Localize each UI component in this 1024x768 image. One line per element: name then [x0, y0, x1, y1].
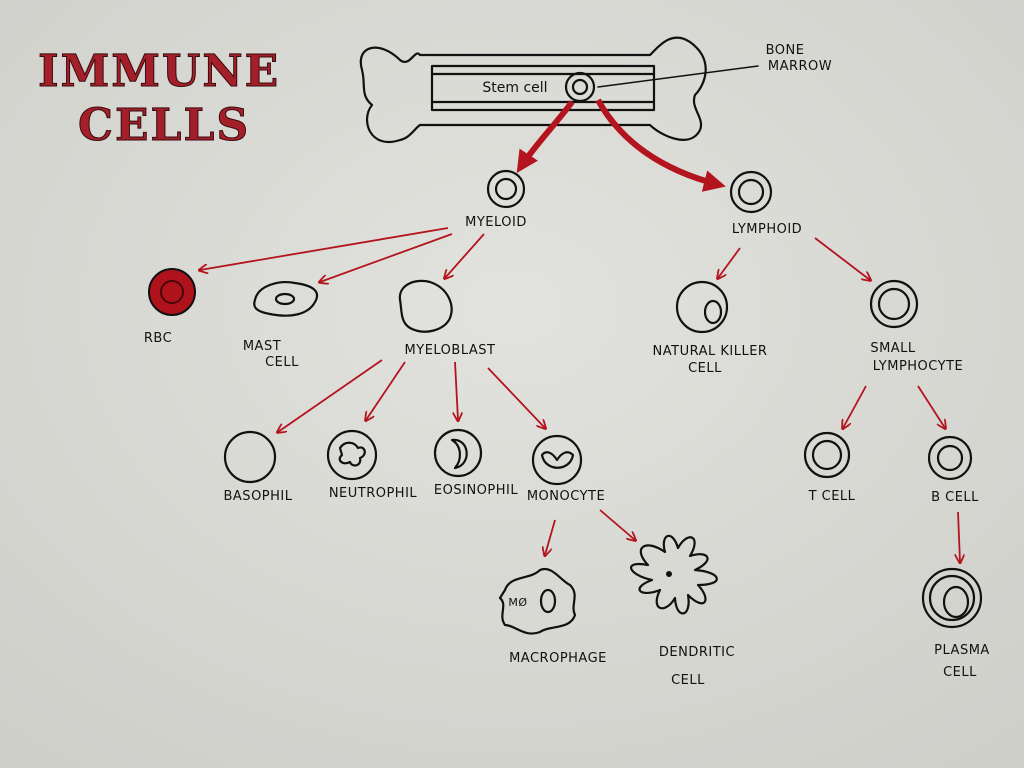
eosinophil-label: EOSINOPHIL	[434, 483, 518, 498]
arrow-myeloblast-to-neutrophil	[366, 361, 406, 420]
arrow-stem-to-myeloid	[516, 100, 575, 174]
title-line-2: CELLS	[78, 100, 250, 151]
dendritic-label-2: CELL	[671, 673, 705, 688]
natural-killer-cell	[675, 280, 729, 334]
lymphoid-label: LYMPHOID	[732, 222, 802, 237]
arrow-small-to-tcell	[843, 385, 867, 428]
bone-icon	[359, 36, 707, 143]
arrow-small-to-bcell	[917, 385, 945, 428]
arrow-myeloid-to-myeloblast	[445, 233, 485, 278]
mast-label-2: CELL	[265, 355, 299, 370]
nk-label-1: NATURAL KILLER	[653, 344, 768, 359]
arrow-bcell-to-plasma	[958, 511, 960, 562]
arrow-myeloid-to-mast	[320, 233, 453, 282]
marrow-label: MARROW	[768, 59, 832, 74]
dendritic-label-1: DENDRITIC	[659, 645, 735, 660]
monocyte-label: MONOCYTE	[527, 489, 605, 504]
arrow-myeloblast-to-monocyte	[487, 367, 545, 428]
arrow-stem-to-lymphoid	[595, 98, 726, 192]
myeloblast-label: MYELOBLAST	[405, 343, 496, 358]
neutrophil-cell	[326, 429, 378, 481]
macrophage-symbol: MØ	[508, 596, 527, 609]
nk-label-2: CELL	[688, 361, 722, 376]
rbc-cell	[148, 268, 196, 316]
macrophage-cell	[498, 567, 577, 635]
eosinophil-cell	[433, 428, 483, 478]
small-lymphocyte-cell	[869, 279, 919, 329]
small-lymphocyte-label-1: SMALL	[870, 341, 916, 356]
bone-marrow-pointer	[597, 65, 759, 88]
myeloblast-cell	[398, 279, 453, 333]
arrow-lymphoid-to-nk	[718, 247, 741, 278]
arrow-myeloblast-to-eosinophil	[455, 361, 458, 420]
stem-cell-label: Stem cell	[482, 80, 547, 96]
basophil-label: BASOPHIL	[224, 489, 293, 504]
mast-cell	[253, 281, 319, 317]
title-line-1: IMMUNE	[38, 46, 280, 97]
plasma-label-1: PLASMA	[934, 643, 990, 658]
arrow-monocyte-to-dendritic	[599, 509, 635, 540]
arrow-myeloid-to-rbc	[200, 227, 449, 270]
lymphoid-cell	[729, 170, 773, 214]
small-lymphocyte-label-2: LYMPHOCYTE	[873, 359, 963, 374]
mast-label-1: MAST	[243, 339, 281, 354]
t-cell	[803, 431, 851, 479]
plasma-cell	[921, 567, 983, 629]
arrow-myeloblast-to-basophil	[278, 359, 383, 432]
myeloid-cell	[486, 169, 526, 209]
b-cell	[927, 435, 973, 481]
rbc-label: RBC	[144, 331, 172, 346]
tcell-label: T CELL	[808, 489, 856, 504]
neutrophil-label: NEUTROPHIL	[329, 486, 418, 501]
basophil-cell	[223, 430, 277, 484]
bcell-label: B CELL	[931, 490, 979, 505]
myeloid-label: MYELOID	[465, 215, 527, 230]
bone-label: BONE	[766, 43, 805, 58]
arrow-lymphoid-to-small	[814, 237, 870, 280]
stem-cell	[564, 71, 596, 103]
macrophage-label: MACROPHAGE	[509, 651, 607, 666]
monocyte-cell	[531, 434, 583, 486]
plasma-label-2: CELL	[943, 665, 977, 680]
dendritic-cell	[629, 534, 718, 615]
arrow-monocyte-to-macrophage	[545, 519, 556, 555]
